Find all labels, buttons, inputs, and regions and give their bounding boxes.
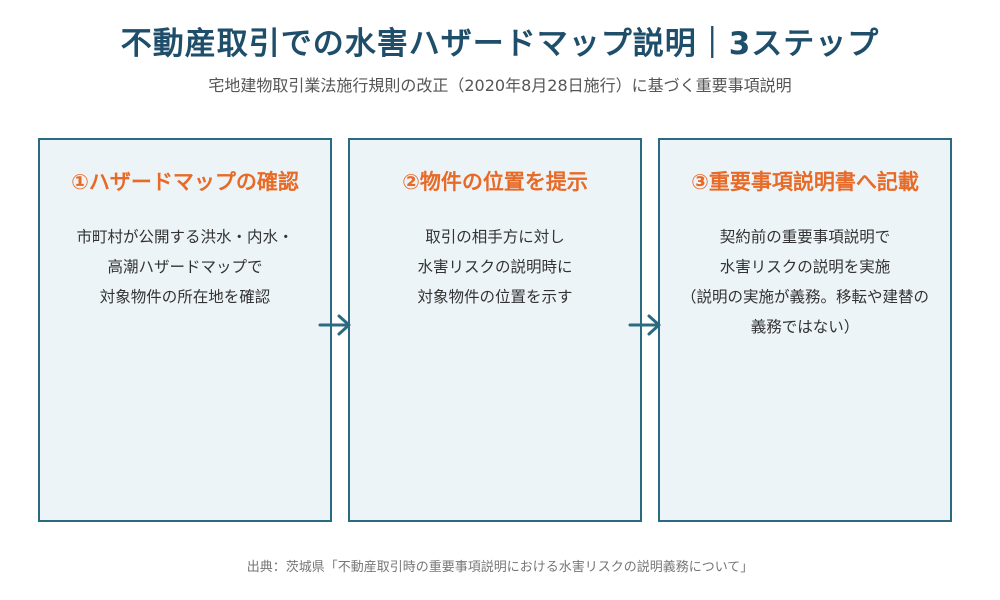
step-1-line-1: 市町村が公開する洪水・内水・	[76, 228, 294, 246]
step-box-3: ③重要事項説明書へ記載 契約前の重要事項説明で 水害リスクの説明を実施 （説明の…	[658, 138, 952, 522]
page-subtitle: 宅地建物取引業法施行規則の改正（2020年8月28日施行）に基づく重要事項説明	[208, 76, 792, 95]
step-3-line-3: （説明の実施が義務。移転や建替の	[680, 288, 929, 306]
step-body-3: 契約前の重要事項説明で 水害リスクの説明を実施 （説明の実施が義務。移転や建替の…	[660, 222, 950, 342]
step-title-1: ①ハザードマップの確認	[71, 170, 299, 194]
step-3-line-1: 契約前の重要事項説明で	[719, 228, 891, 246]
arrow-right-icon	[318, 314, 351, 336]
page-title: 不動産取引での水害ハザードマップ説明｜3ステップ	[120, 26, 880, 62]
step-3-line-2: 水害リスクの説明を実施	[719, 258, 891, 276]
step-title-3: ③重要事項説明書へ記載	[691, 170, 919, 194]
step-2-line-2: 水害リスクの説明時に	[417, 258, 573, 276]
step-1-line-2: 高潮ハザードマップで	[107, 258, 263, 276]
step-3-line-4: 義務ではない）	[750, 318, 860, 336]
step-1-line-3: 対象物件の所在地を確認	[99, 288, 271, 306]
step-2-line-3: 対象物件の位置を示す	[417, 288, 573, 306]
step-body-1: 市町村が公開する洪水・内水・ 高潮ハザードマップで 対象物件の所在地を確認	[40, 222, 330, 312]
step-body-2: 取引の相手方に対し 水害リスクの説明時に 対象物件の位置を示す	[350, 222, 640, 312]
source-note: 出典：茨城県「不動産取引時の重要事項説明における水害リスクの説明義務について」	[246, 560, 754, 575]
step-box-1: ①ハザードマップの確認 市町村が公開する洪水・内水・ 高潮ハザードマップで 対象…	[38, 138, 332, 522]
step-title-2: ②物件の位置を提示	[402, 170, 588, 194]
step-box-2: ②物件の位置を提示 取引の相手方に対し 水害リスクの説明時に 対象物件の位置を示…	[348, 138, 642, 522]
step-2-line-1: 取引の相手方に対し	[425, 228, 565, 246]
arrow-right-icon	[628, 314, 661, 336]
